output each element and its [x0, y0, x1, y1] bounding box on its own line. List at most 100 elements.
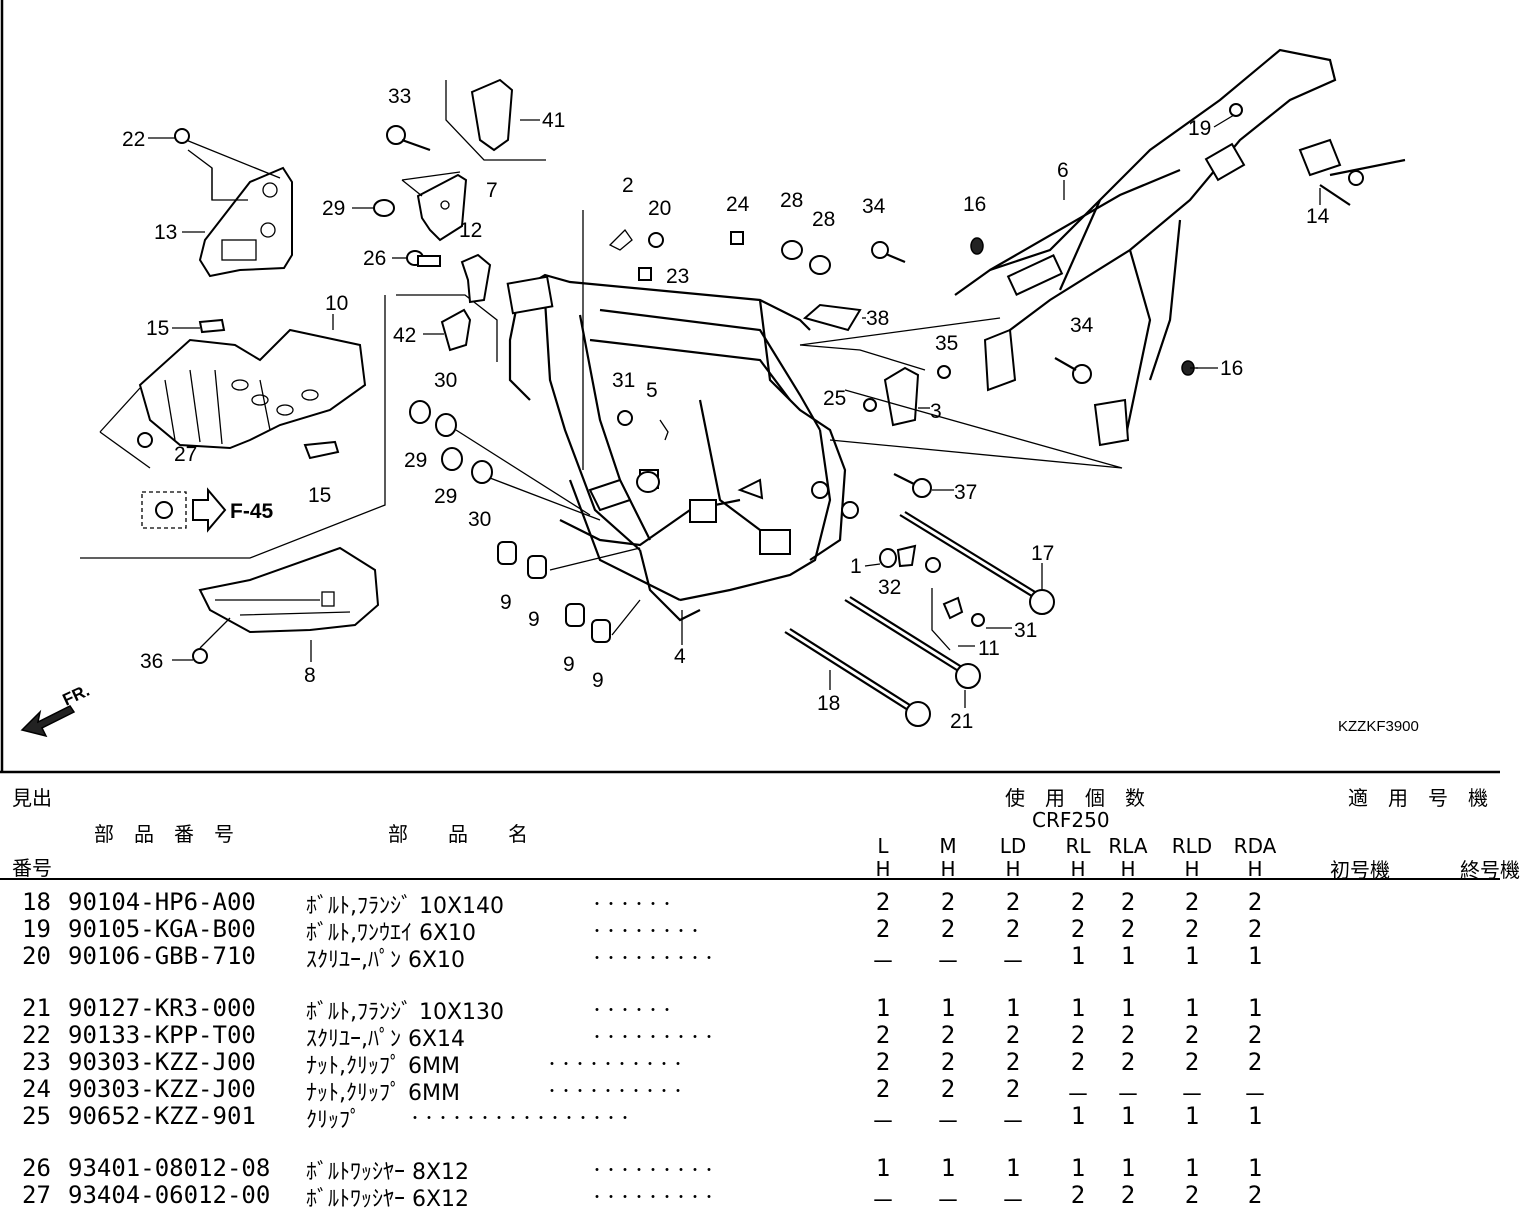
callout-25[interactable]: 25	[823, 387, 846, 410]
callout-19[interactable]: 19	[1188, 117, 1211, 140]
reference-f45-label[interactable]: F-45	[230, 500, 274, 523]
callout-14[interactable]: 14	[1306, 205, 1330, 228]
callout-30[interactable]: 30	[434, 369, 457, 392]
callout-24[interactable]: 24	[726, 193, 750, 216]
callout-3[interactable]: 3	[930, 400, 942, 423]
callout-23[interactable]: 23	[666, 265, 689, 288]
callout-32[interactable]: 32	[878, 576, 901, 599]
callout-9[interactable]: 9	[528, 608, 540, 631]
qty-cell: －	[936, 948, 960, 976]
header-divider	[0, 878, 1500, 880]
qty-cell: －	[1116, 1081, 1140, 1109]
callout-1[interactable]: 1	[850, 555, 862, 578]
callout-17[interactable]: 17	[1031, 542, 1054, 565]
qty-cell: 1	[1184, 994, 1200, 1022]
callout-22[interactable]: 22	[122, 128, 145, 151]
callout-34[interactable]: 34	[862, 195, 886, 218]
callout-29[interactable]: 29	[434, 485, 457, 508]
ref-number: 24	[22, 1075, 51, 1103]
callout-20[interactable]: 20	[648, 197, 671, 220]
callout-28[interactable]: 28	[812, 208, 835, 231]
qty-cell: 2	[1184, 1021, 1200, 1049]
callout-4[interactable]: 4	[674, 645, 686, 668]
leader-lines	[148, 114, 1321, 708]
qty-cell: 2	[1184, 888, 1200, 916]
qty-cell: 2	[1120, 1181, 1136, 1209]
guard-3-part	[883, 366, 920, 427]
callout-7[interactable]: 7	[486, 179, 498, 202]
qty-cell: 2	[1070, 915, 1086, 943]
part-name: ﾎﾞﾙﾄ,ﾌﾗﾝｼﾞ 10X140	[306, 894, 505, 919]
callout-38[interactable]: 38	[866, 307, 889, 330]
qty-cell: 2	[1005, 1048, 1021, 1076]
callout-5[interactable]: 5	[646, 379, 658, 402]
lower-guard-part	[198, 546, 380, 634]
callout-15[interactable]: 15	[146, 317, 169, 340]
callout-34[interactable]: 34	[1070, 314, 1094, 337]
washer-parts	[409, 400, 601, 521]
callout-35[interactable]: 35	[935, 332, 958, 355]
callout-37[interactable]: 37	[954, 481, 977, 504]
callout-41[interactable]: 41	[542, 109, 565, 132]
qty-cell: 1	[940, 1154, 956, 1182]
callout-6[interactable]: 6	[1057, 159, 1069, 182]
callout-27[interactable]: 27	[174, 443, 197, 466]
callout-15[interactable]: 15	[308, 484, 331, 507]
callout-18[interactable]: 18	[817, 692, 840, 715]
callout-8[interactable]: 8	[304, 664, 316, 687]
callout-11[interactable]: 11	[978, 637, 1000, 660]
pad-38-part	[802, 303, 862, 332]
callout-9[interactable]: 9	[500, 591, 512, 614]
callout-13[interactable]: 13	[154, 221, 177, 244]
callout-9[interactable]: 9	[592, 669, 604, 692]
callout-21[interactable]: 21	[950, 710, 973, 733]
callout-12[interactable]: 12	[459, 219, 482, 242]
qty-cell: －	[1001, 1187, 1025, 1215]
bracket-parts	[373, 78, 514, 352]
callout-16[interactable]: 16	[963, 193, 986, 216]
qty-cell: 2	[1247, 888, 1263, 916]
callout-29[interactable]: 29	[322, 197, 345, 220]
callout-36[interactable]: 36	[140, 650, 163, 673]
callout-28[interactable]: 28	[780, 189, 803, 212]
qty-cell: 2	[940, 1021, 956, 1049]
part-number: 90104-HP6-A00	[68, 888, 256, 916]
callout-29[interactable]: 29	[404, 449, 427, 472]
qty-cell: 1	[1120, 1102, 1136, 1130]
exploded-parts-diagram: 2213334129726124215102715368220242828233…	[0, 0, 1500, 774]
qty-cell: －	[1180, 1081, 1204, 1109]
part-number: 90303-KZZ-J00	[68, 1048, 256, 1076]
qty-cell: 2	[1005, 1021, 1021, 1049]
part-number: 90127-KR3-000	[68, 994, 256, 1022]
callout-30[interactable]: 30	[468, 508, 491, 531]
callout-42[interactable]: 42	[393, 324, 416, 347]
callout-26[interactable]: 26	[363, 247, 386, 270]
callout-9[interactable]: 9	[563, 653, 575, 676]
callout-31[interactable]: 31	[1014, 619, 1037, 642]
callout-33[interactable]: 33	[388, 85, 411, 108]
callout-2[interactable]: 2	[622, 174, 634, 197]
callout-31[interactable]: 31	[612, 369, 635, 392]
qty-col-subheader: H	[1247, 857, 1263, 881]
ref-number: 26	[22, 1154, 51, 1182]
dot-leader: ・・・・・・・・・	[590, 1190, 716, 1206]
callout-10[interactable]: 10	[325, 292, 348, 315]
qty-cell: 2	[875, 1048, 891, 1076]
callout-16[interactable]: 16	[1220, 357, 1243, 380]
qty-cell: 2	[1247, 1048, 1263, 1076]
pad-15-part	[198, 318, 340, 460]
qty-cell: 2	[1070, 888, 1086, 916]
qty-cell: 2	[940, 1075, 956, 1103]
long-bolt-parts	[784, 511, 1055, 727]
qty-cell: 1	[875, 994, 891, 1022]
